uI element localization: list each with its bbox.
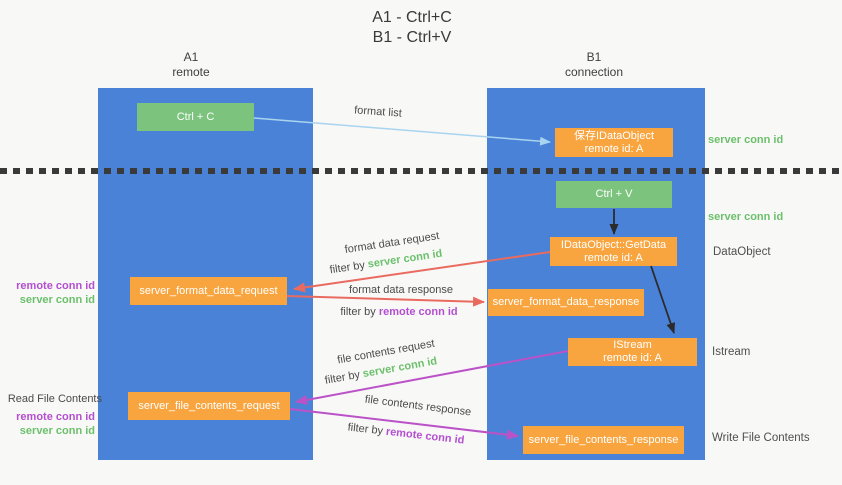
- node-ctrl-c-label: Ctrl + C: [176, 110, 215, 123]
- node-idataobject-getdata-line2: remote id: A: [584, 251, 643, 264]
- session-divider-dotted-line: [0, 168, 842, 174]
- filter-by-text: filter by: [328, 259, 366, 277]
- diagram-title: A1 - Ctrl+C B1 - Ctrl+V: [0, 8, 824, 48]
- arrow-format-data-response: [286, 295, 485, 307]
- node-server-file-contents-request: server_file_contents_request: [128, 392, 290, 420]
- node-server-file-contents-request-label: server_file_contents_request: [138, 399, 280, 412]
- filter-by-text: filter by: [347, 421, 384, 438]
- left-remote-conn-id-2: remote conn id: [16, 411, 95, 423]
- node-ctrl-v-label: Ctrl + V: [595, 188, 633, 200]
- node-ctrl-c: Ctrl + C: [137, 103, 254, 131]
- node-server-file-contents-response-label: server_file_contents_response: [528, 433, 679, 446]
- side-label-dataobject: DataObject: [713, 246, 771, 258]
- left-server-conn-id-2: server conn id: [19, 425, 95, 437]
- node-save-idataobject-line1: 保存IDataObject: [573, 129, 655, 142]
- side-label-server-conn-id-top: server conn id: [708, 134, 784, 146]
- filter-by-text: filter by: [323, 368, 361, 387]
- node-server-file-contents-response: server_file_contents_response: [523, 426, 684, 454]
- left-read-file-contents: Read File Contents: [7, 393, 102, 405]
- lane-header-b1: B1 connection: [524, 50, 664, 80]
- lane-header-a1: A1 remote: [121, 50, 261, 80]
- filter-by-text: filter by: [340, 306, 376, 318]
- node-idataobject-getdata: IDataObject::GetData remote id: A: [550, 237, 677, 266]
- side-label-istream: Istream: [712, 346, 751, 358]
- left-conn-id-stack-1: remote conn id server conn id: [8, 279, 95, 307]
- lane-a1-name: A1: [183, 50, 199, 64]
- side-label-write-file-contents: Write File Contents: [712, 432, 810, 444]
- node-server-format-data-request-label: server_format_data_request: [139, 284, 278, 297]
- title-line-2: B1 - Ctrl+V: [372, 29, 452, 46]
- lane-a1-subtitle: remote: [172, 65, 210, 79]
- left-server-conn-id-1: server conn id: [19, 294, 95, 306]
- label-file-contents-response: file contents response: [364, 393, 472, 419]
- left-conn-id-stack-2: remote conn id server conn id: [8, 410, 95, 438]
- node-save-idataobject-line2: remote id: A: [584, 142, 644, 155]
- lane-b1-name: B1: [586, 50, 602, 64]
- side-label-server-conn-id-mid: server conn id: [708, 211, 784, 223]
- node-server-format-data-response: server_format_data_response: [488, 289, 644, 316]
- node-istream-line1: IStream: [613, 339, 652, 351]
- remote-conn-id-text: remote conn id: [385, 425, 465, 447]
- node-idataobject-getdata-line1: IDataObject::GetData: [560, 238, 667, 251]
- node-save-idataobject: 保存IDataObject remote id: A: [555, 128, 673, 157]
- node-istream: IStream remote id: A: [568, 338, 697, 366]
- lane-b1-subtitle: connection: [564, 65, 624, 79]
- node-istream-line2: remote id: A: [603, 352, 662, 364]
- node-server-format-data-response-label: server_format_data_response: [492, 296, 640, 308]
- title-line-1: A1 - Ctrl+C: [372, 9, 452, 26]
- label-format-data-response: format data response: [349, 284, 453, 296]
- server-conn-id-text: server conn id: [366, 247, 444, 271]
- node-ctrl-v: Ctrl + V: [556, 181, 672, 208]
- left-remote-conn-id-1: remote conn id: [16, 280, 95, 292]
- label-format-list: format list: [353, 104, 403, 120]
- remote-conn-id-text: remote conn id: [378, 306, 458, 318]
- node-server-format-data-request: server_format_data_request: [130, 277, 287, 305]
